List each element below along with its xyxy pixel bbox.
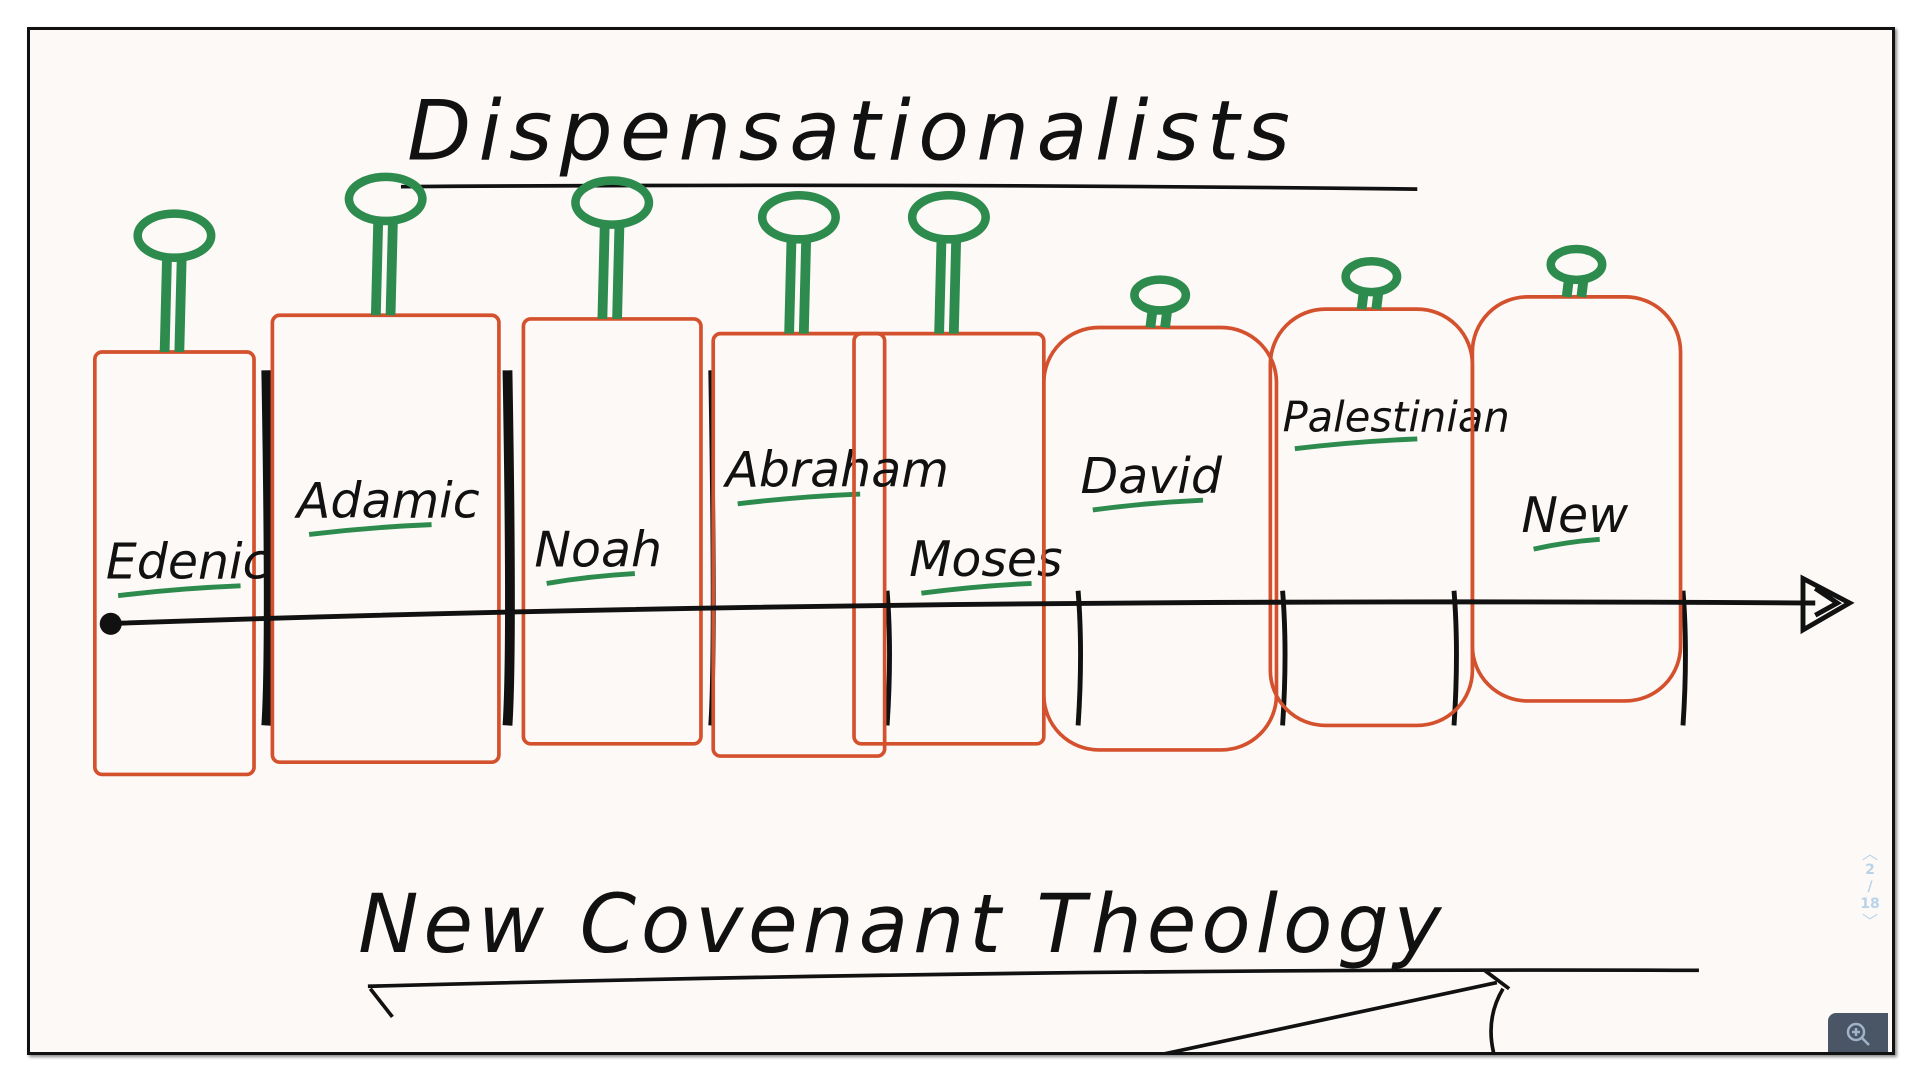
chevron-up-icon[interactable]: ︿: [1861, 844, 1878, 863]
dispensation-box: [711, 331, 887, 758]
timeline-line: [103, 599, 1816, 627]
dispensation-label: Adamic: [294, 472, 480, 529]
dispensation-box: [1470, 295, 1683, 703]
dispensation-box: [93, 350, 256, 777]
dispensation-box: [270, 313, 501, 765]
pin-icon: [1546, 244, 1607, 298]
timeline-arrow-icon: [1800, 574, 1855, 635]
title-underline: [400, 183, 1418, 191]
zoom-button[interactable]: [1828, 1013, 1888, 1052]
dispensation-label: Edenic: [106, 534, 270, 591]
dispensation-label: Abraham: [722, 442, 948, 499]
title-text: Dispensationalists: [407, 83, 1297, 180]
dispensation-divider: [1680, 590, 1688, 726]
pin-icon: [344, 172, 427, 316]
dispensation-label: Palestinian: [1283, 393, 1510, 442]
dispensation-divider: [1451, 590, 1459, 726]
dispensation-divider: [1075, 590, 1083, 726]
dispensation-label: Moses: [909, 531, 1062, 588]
label-underline: [1092, 497, 1204, 513]
label-underline: [546, 571, 635, 586]
dispensation-divider: [261, 370, 274, 726]
dispensation-label: David: [1081, 448, 1223, 505]
subtitle-underline: [367, 968, 1699, 1052]
dispensation-box: [1268, 307, 1475, 728]
pin-icon: [757, 190, 840, 334]
page-current: 2: [1865, 862, 1875, 878]
subtitle-text: New Covenant Theology: [358, 878, 1446, 972]
page-total: 18: [1860, 896, 1880, 912]
whiteboard-frame: Dispensationalists Edenic Adamic Noah Ab…: [27, 27, 1895, 1055]
label-underline: [117, 583, 241, 599]
timeline-start-dot: [99, 612, 122, 635]
chevron-down-icon[interactable]: ﹀: [1861, 912, 1878, 931]
dispensation-box: [521, 317, 703, 746]
label-underline: [308, 522, 432, 537]
dispensation-divider: [884, 590, 892, 726]
label-underline: [737, 491, 861, 507]
pin-icon: [1130, 275, 1191, 329]
zoom-in-icon: [1846, 1022, 1870, 1046]
pin-icon: [907, 190, 990, 334]
whiteboard-canvas: Dispensationalists Edenic Adamic Noah Ab…: [93, 83, 1855, 1052]
dispensation-box: [1041, 325, 1279, 752]
page-indicator: ︿ 2 / 18 ﹀: [1855, 845, 1885, 930]
dispensation-label: Noah: [534, 521, 662, 578]
label-underline: [921, 580, 1032, 596]
pin-icon: [133, 209, 216, 353]
dispensation-divider: [502, 370, 515, 726]
dispensation-label: New: [1521, 487, 1629, 544]
label-underline: [1533, 536, 1600, 552]
page-separator: /: [1867, 879, 1873, 895]
pin-icon: [571, 176, 654, 320]
dispensation-boxes: Edenic Adamic Noah Abraham Moses David P…: [93, 172, 1688, 777]
pin-icon: [1341, 256, 1402, 310]
label-underline: [1294, 436, 1418, 452]
